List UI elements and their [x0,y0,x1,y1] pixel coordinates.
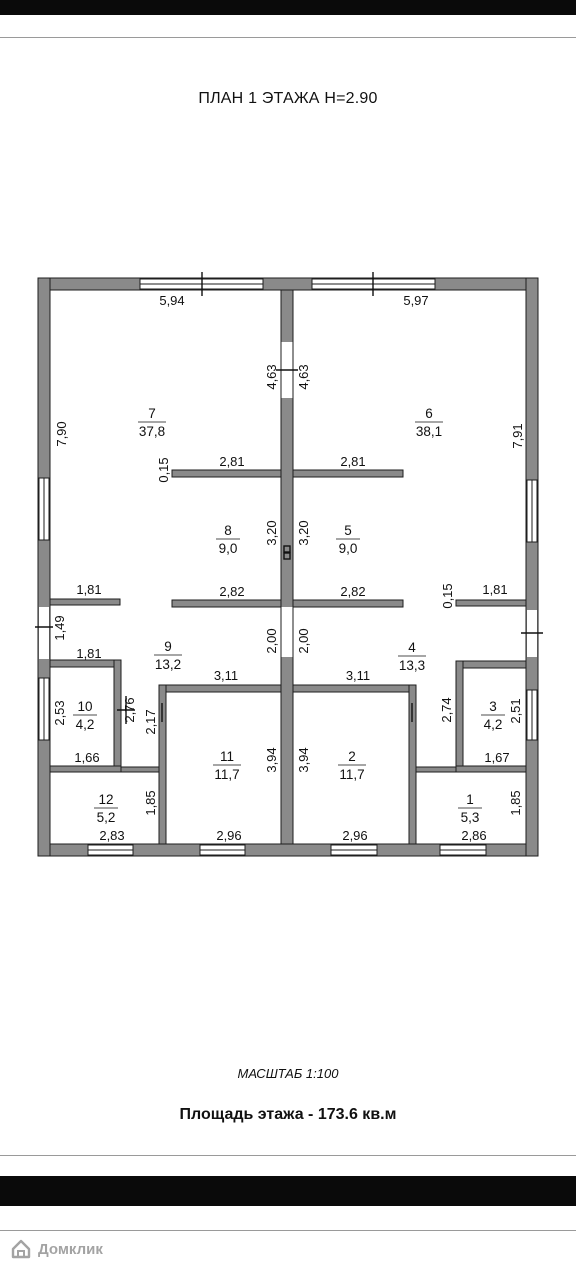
dim-r1-w: 2,86 [461,828,486,843]
room-6-number: 6 [425,406,433,421]
dim-hall-right: 2,82 [340,584,365,599]
dim-shelf-right: 1,81 [482,582,507,597]
dim-bath-right-bottom: 1,67 [484,750,509,765]
room-11-area: 11,7 [214,767,239,782]
room-9-number: 9 [164,639,172,654]
bottom-rule-upper [0,1155,576,1156]
top-border-bar [0,0,576,15]
wall-center [280,289,294,845]
dim-bath-right-r: 2,51 [508,698,523,723]
wall-bed2-right [408,684,417,845]
room-2-number: 2 [348,749,356,764]
dim-bed-right: 3,94 [296,747,311,772]
wall-bath10-top [49,659,122,668]
room-3-number: 3 [489,699,497,714]
dim-mid-left: 3,20 [264,520,279,545]
room-2-area: 11,7 [339,767,364,782]
dim-center-left: 2,00 [264,628,279,653]
dim-left-small: 1,49 [52,615,67,640]
dim-corr-right: 3,11 [346,668,370,683]
dim-mid-right: 3,20 [296,520,311,545]
dim-r12-h: 1,85 [143,790,158,815]
dim-r11-w: 2,96 [216,828,241,843]
wall-top [37,277,539,291]
wall-shelf-right [455,599,527,607]
room-5-area: 9,0 [339,541,358,556]
room-3-area: 4,2 [484,717,503,732]
room-4-number: 4 [408,640,416,655]
dim-upper-left: 2,81 [219,454,244,469]
floor-area-label: Площадь этажа - 173.6 кв.м [179,1106,397,1123]
room-8-number: 8 [224,523,232,538]
top-rule [0,37,576,38]
wall-bed11-left [158,684,167,845]
door-marks [35,272,543,724]
dim-top-left: 5,94 [159,293,184,308]
dim-left-low: 1,81 [76,646,101,661]
bottom-rule-lower [0,1230,576,1231]
house-logo-icon [11,1239,31,1259]
dim-right-wall: 7,91 [510,423,525,448]
wall-bath3-top [455,660,527,669]
room-7-number: 7 [148,406,156,421]
dim-wall-right: 0,15 [440,583,455,608]
dim-bed-left: 3,94 [264,747,279,772]
wall-corr-right [292,684,417,693]
dim-r2-w: 2,96 [342,828,367,843]
room-1-number: 1 [466,792,474,807]
room-10-area: 4,2 [76,717,95,732]
watermark: Домклик [10,1238,103,1260]
room-labels: 7 37,8 6 38,1 8 9,0 5 9,0 9 13,2 4 13,3 … [73,406,505,825]
dim-hall-top-left: 4,63 [264,364,279,389]
wall-mid-left [171,599,282,608]
wall-left [37,277,51,857]
wall-shelf-left [49,598,121,606]
dim-door-left: 2,17 [143,709,158,734]
room-12-number: 12 [98,792,113,807]
room-5-number: 5 [344,523,352,538]
dim-r12-w: 2,83 [99,828,124,843]
wall-bath3-bottom [455,765,527,773]
dim-center-right: 2,00 [296,628,311,653]
dim-bath-right-l: 2,74 [439,697,454,722]
room-12-area: 5,2 [97,810,116,825]
dim-bath-left-bottom: 1,66 [74,750,99,765]
wall-right [525,277,539,857]
wall-mid-right [292,599,404,608]
room-11-number: 11 [220,749,234,764]
wall-bath3-ext [415,766,457,773]
wall-corr-left [158,684,282,693]
dim-hall-top-right: 4,63 [296,364,311,389]
dim-upper-right: 2,81 [340,454,365,469]
dim-hall-left: 2,82 [219,584,244,599]
room-8-area: 9,0 [219,541,238,556]
room-1-area: 5,3 [461,810,480,825]
watermark-text: Домклик [38,1240,103,1258]
room-4-area: 13,3 [399,658,425,673]
wall-upper-left [171,469,282,478]
dim-left-wall: 7,90 [54,421,69,446]
bottom-border-bar [0,1176,576,1206]
wall-bath3-left [455,660,464,773]
plan-title: ПЛАН 1 ЭТАЖА H=2.90 [198,90,378,107]
dim-r1-h: 1,85 [508,790,523,815]
dim-bath-left-h: 2,53 [52,700,67,725]
dim-shelf-left: 1,81 [76,582,101,597]
room-7-area: 37,8 [139,424,165,439]
dim-wall-left: 0,15 [156,457,171,482]
dim-bath-left-w: 2,76 [122,697,137,722]
dim-corr-left: 3,11 [214,668,238,683]
dim-top-right: 5,97 [403,293,428,308]
room-10-number: 10 [77,699,92,714]
dimension-labels: 5,94 5,97 2,81 2,81 1,81 1,81 2,82 2,82 … [52,293,525,843]
room-9-area: 13,2 [155,657,181,672]
wall-upper-right [292,469,404,478]
scale-label: МАСШТАБ 1:100 [237,1066,339,1081]
room-6-area: 38,1 [416,424,442,439]
wall-bath10-bottom [49,765,122,773]
wall-bath10-right [113,659,122,773]
